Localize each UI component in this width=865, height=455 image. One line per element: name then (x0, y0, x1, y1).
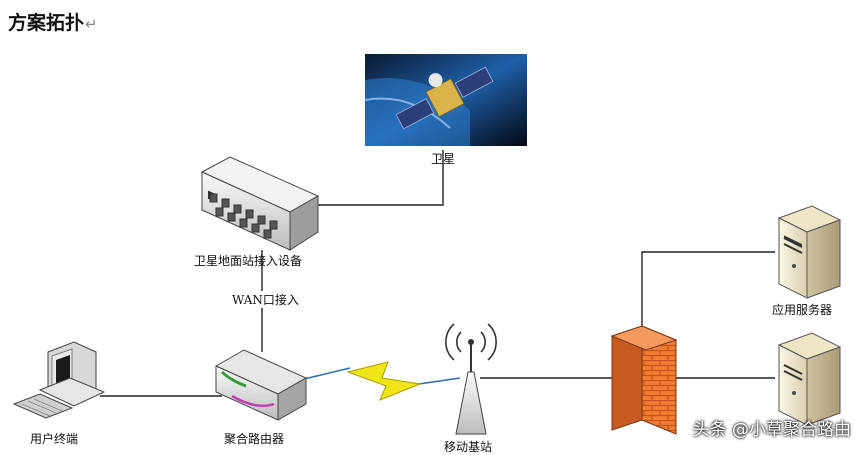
wan-link-label: WAN口接入 (230, 291, 301, 308)
paragraph-mark-icon: ↵ (85, 15, 98, 33)
router-icon (214, 349, 308, 421)
link-satellite-ground (318, 150, 444, 206)
connection-lines (100, 150, 775, 397)
link-firewall-server1 (641, 251, 775, 334)
ground-station-label: 卫星地面站接入设备 (194, 254, 303, 268)
page-title: 方案拓扑↵ (8, 8, 98, 35)
server-icon (777, 205, 842, 299)
base-station-label: 移动基站 (444, 440, 493, 454)
network-switch-icon (200, 156, 320, 251)
desktop-computer-icon (12, 341, 106, 419)
server-icon (777, 332, 842, 426)
router-label: 聚合路由器 (224, 432, 285, 446)
satellite-photo-icon (364, 54, 527, 146)
user-terminal-label: 用户终端 (30, 432, 79, 446)
link-router-tower-wire (299, 367, 351, 381)
title-text: 方案拓扑 (8, 12, 85, 34)
watermark: 头条 @小草聚合路由 (692, 420, 851, 440)
firewall-icon (610, 325, 678, 435)
satellite-label: 卫星 (431, 152, 456, 166)
app-server-label: 应用服务器 (772, 303, 833, 317)
cell-tower-icon (445, 323, 497, 435)
lightning-bolt-icon (346, 361, 422, 401)
